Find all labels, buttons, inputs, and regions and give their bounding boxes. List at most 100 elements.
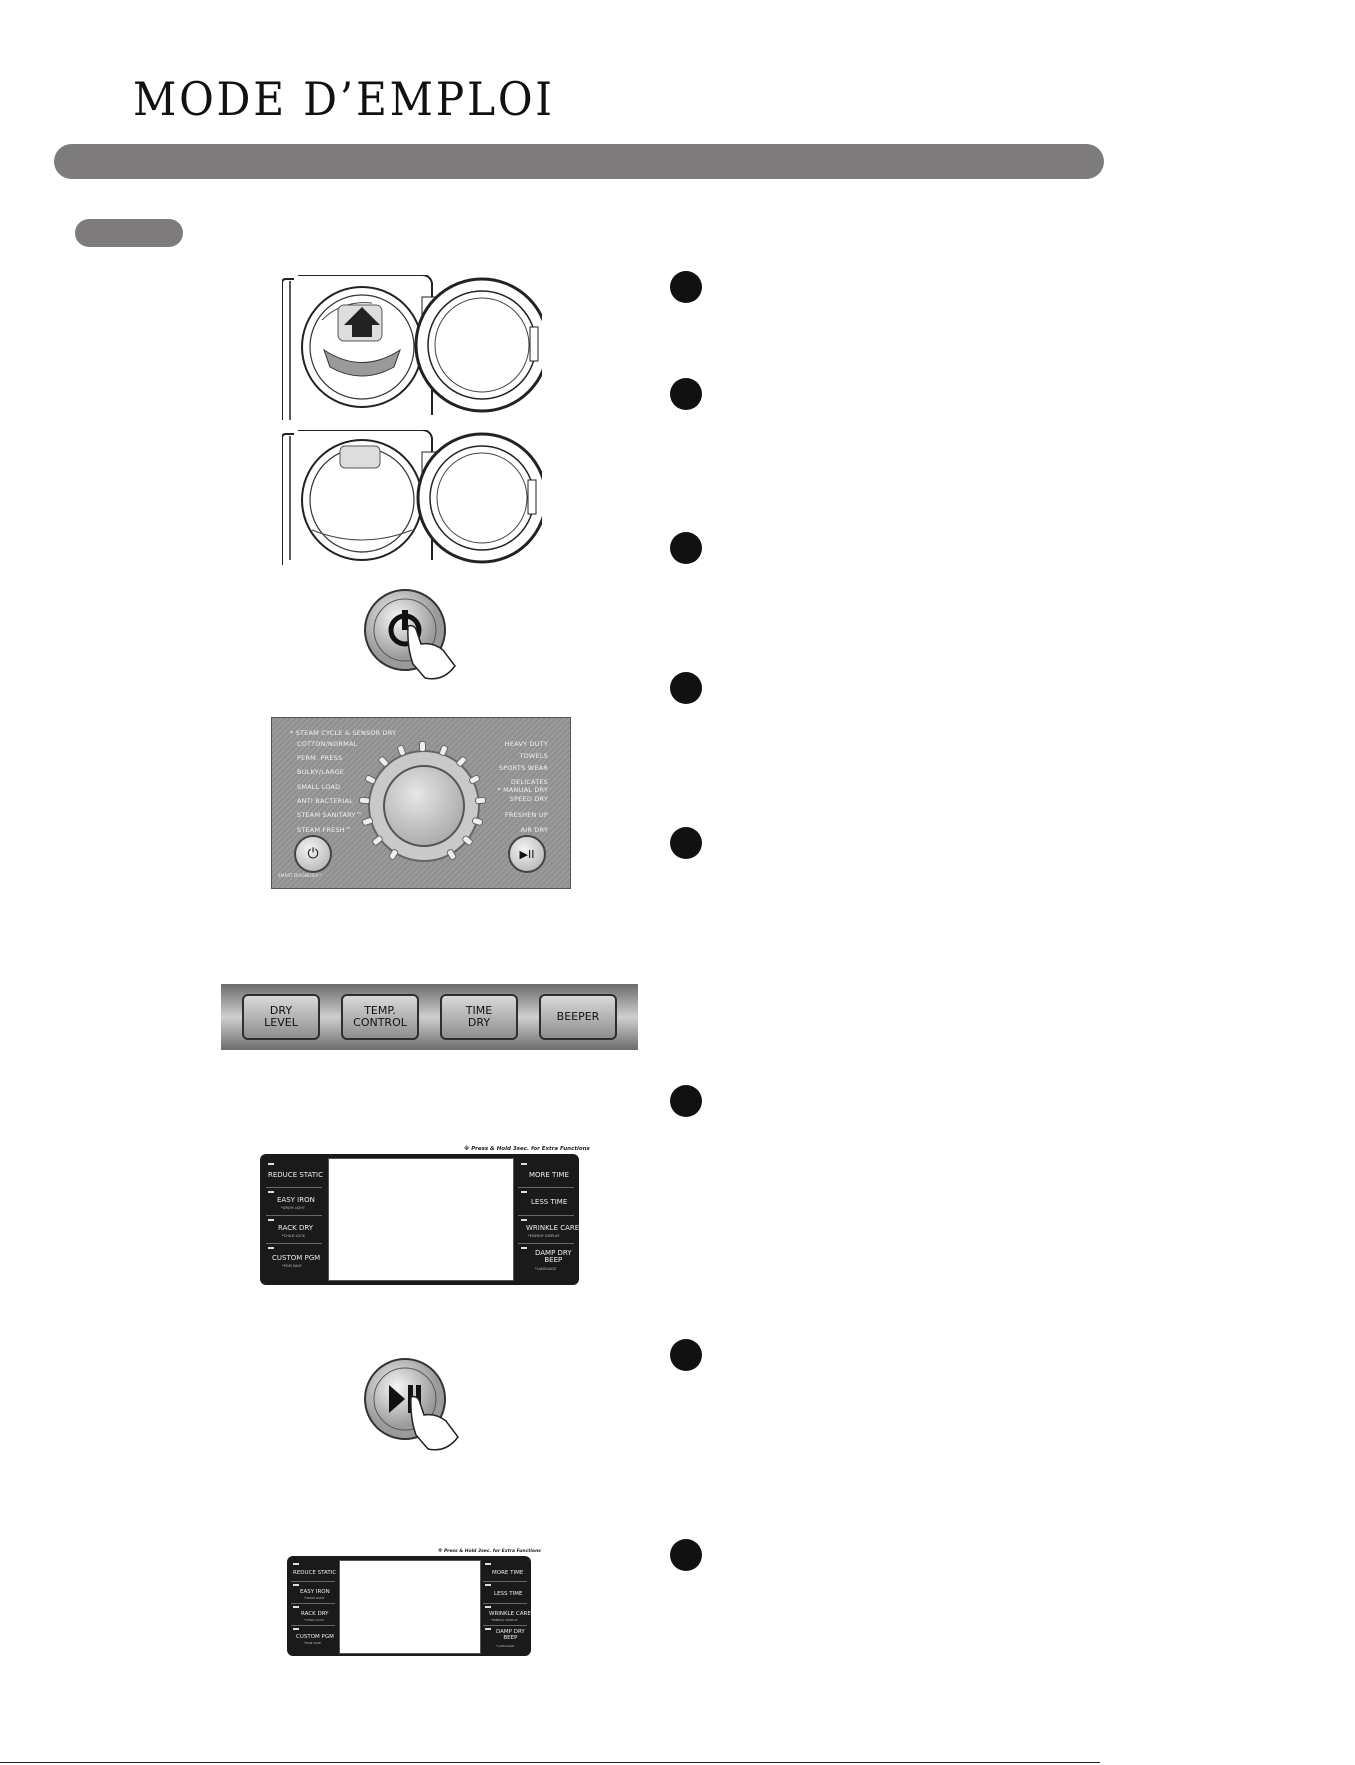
led-indicator — [485, 1563, 491, 1565]
option-buttons-panel: DRY LEVEL TEMP. CONTROL TIME DRY BEEPER — [221, 984, 638, 1050]
cycle-small-load: SMALL LOAD — [297, 783, 341, 791]
step-bullet-3 — [670, 532, 702, 564]
start-pause-button[interactable]: ▶II — [508, 835, 546, 873]
wrinkle-care-button[interactable]: WRINKLE CARE — [526, 1224, 580, 1232]
easy-iron-sub-label: *DRUM LIGHT — [281, 1206, 306, 1210]
led-indicator — [268, 1219, 274, 1221]
step-bullet-2 — [670, 378, 702, 410]
led-indicator — [485, 1628, 491, 1630]
power-button[interactable]: ⏻ — [294, 835, 332, 873]
cycle-selector-knob[interactable] — [383, 765, 465, 847]
led-indicator — [293, 1606, 299, 1608]
separator — [291, 1603, 335, 1604]
separator — [483, 1581, 527, 1582]
smart-diagnosis-label: SMART DIAGNOSIS™ — [278, 873, 323, 878]
reduce-static-button-2[interactable]: REDUCE STATIC — [293, 1570, 337, 1576]
led-indicator — [293, 1628, 299, 1630]
dial-tick — [419, 741, 426, 752]
separator — [483, 1625, 527, 1626]
rack-dry-button-2[interactable]: RACK DRY — [301, 1611, 329, 1617]
temp-control-button[interactable]: TEMP. CONTROL — [341, 994, 419, 1040]
custom-pgm-button-2[interactable]: CUSTOM PGM — [296, 1634, 334, 1640]
led-indicator — [521, 1247, 527, 1249]
step-bullet-6 — [670, 1085, 702, 1117]
step-bullet-4 — [670, 672, 702, 704]
beeper-button[interactable]: BEEPER — [539, 994, 617, 1040]
cycle-speed-dry: SPEED DRY — [509, 795, 548, 803]
reduce-static-button[interactable]: REDUCE STATIC — [268, 1171, 323, 1179]
separator — [291, 1581, 335, 1582]
cycle-steam-fresh: STEAM FRESH™ — [297, 826, 352, 834]
cycle-steam-sanitary: STEAM SANITARY™ — [297, 811, 363, 819]
led-indicator — [293, 1563, 299, 1565]
more-time-button-2[interactable]: MORE TIME — [492, 1570, 524, 1576]
more-time-button[interactable]: MORE TIME — [529, 1171, 569, 1179]
separator — [266, 1215, 322, 1216]
step-bullet-1 — [670, 271, 702, 303]
step-bullet-7 — [670, 1339, 702, 1371]
dial-tick — [370, 834, 384, 847]
lcd-display — [328, 1158, 514, 1281]
power-button-illustration — [364, 589, 456, 680]
step-bullet-5 — [670, 827, 702, 859]
extra-functions-note-2: ※ Press & Hold 3sec. for Extra Functions — [438, 1549, 541, 1554]
cycle-manual-dry: * MANUAL DRY — [497, 786, 548, 794]
led-indicator — [268, 1163, 274, 1165]
lcd-control-panel-2: REDUCE STATIC EASY IRON *DRUM LIGHT RACK… — [287, 1556, 531, 1656]
easy-iron-button[interactable]: EASY IRON — [277, 1196, 315, 1204]
step-bullet-8 — [670, 1539, 702, 1571]
cycle-delicates: DELICATES — [510, 778, 548, 786]
separator — [291, 1625, 335, 1626]
led-indicator — [485, 1584, 491, 1586]
cycle-dial-panel: * STEAM CYCLE & SENSOR DRY COTTON/NORMAL… — [271, 717, 571, 889]
wrinkle-care-button-2[interactable]: WRINKLE CARE — [489, 1611, 531, 1617]
dry-level-button[interactable]: DRY LEVEL — [242, 994, 320, 1040]
dial-tick — [363, 773, 377, 785]
section-pill — [75, 219, 183, 247]
led-indicator — [521, 1163, 527, 1165]
cycle-bulky-large: BULKY/LARGE — [297, 768, 345, 776]
damp-dry-sub-label-2: *LANGUAGE — [496, 1644, 515, 1648]
less-time-button[interactable]: LESS TIME — [531, 1198, 568, 1206]
wrinkle-care-sub-label-2: *ENERGY DISPLAY — [491, 1618, 518, 1622]
less-time-button-2[interactable]: LESS TIME — [494, 1591, 523, 1597]
separator — [518, 1215, 574, 1216]
dryer-lint-filter-illustration — [282, 275, 542, 420]
custom-pgm-sub-label-2: *PGM SAVE — [304, 1641, 321, 1645]
separator — [518, 1187, 574, 1188]
rack-dry-button[interactable]: RACK DRY — [278, 1224, 314, 1232]
section-bar — [54, 144, 1104, 179]
easy-iron-sub-label-2: *DRUM LIGHT — [304, 1596, 325, 1600]
cycle-sports-wear: SPORTS WEAR — [498, 764, 548, 772]
lcd-control-panel: REDUCE STATIC EASY IRON *DRUM LIGHT RACK… — [260, 1154, 579, 1285]
cycle-air-dry: AIR DRY — [520, 826, 548, 834]
dial-tick — [358, 796, 371, 805]
rack-dry-sub-label: *CHILD LOCK — [282, 1234, 305, 1238]
led-indicator — [485, 1606, 491, 1608]
cycle-anti-bacterial: ANTI BACTERIAL — [297, 797, 353, 805]
dial-header-label: * STEAM CYCLE & SENSOR DRY — [290, 729, 397, 737]
dial-tick — [474, 796, 487, 805]
separator — [518, 1243, 574, 1244]
cycle-cotton-normal: COTTON/NORMAL — [297, 740, 358, 748]
easy-iron-button-2[interactable]: EASY IRON — [300, 1589, 330, 1595]
wrinkle-care-sub-label: *ENERGY DISPLAY — [528, 1234, 560, 1238]
damp-dry-beep-button-2[interactable]: DAMP DRY BEEP — [496, 1629, 525, 1641]
led-indicator — [268, 1247, 274, 1249]
custom-pgm-sub-label: *PGM SAVE — [282, 1264, 302, 1268]
cycle-freshen-up: FRESHEN UP — [504, 811, 548, 819]
led-indicator — [521, 1191, 527, 1193]
extra-functions-note: ※ Press & Hold 3sec. for Extra Functions — [464, 1146, 590, 1152]
damp-dry-beep-button[interactable]: DAMP DRY BEEP — [535, 1249, 572, 1264]
separator — [266, 1187, 322, 1188]
cycle-towels: TOWELS — [519, 752, 548, 760]
led-indicator — [293, 1584, 299, 1586]
footer-rule — [0, 1762, 1100, 1763]
time-dry-button[interactable]: TIME DRY — [440, 994, 518, 1040]
cycle-heavy-duty: HEAVY DUTY — [504, 740, 548, 748]
led-indicator — [521, 1219, 527, 1221]
start-pause-button-illustration — [364, 1358, 459, 1451]
custom-pgm-button[interactable]: CUSTOM PGM — [272, 1254, 321, 1262]
rack-dry-sub-label-2: *CHILD LOCK — [304, 1618, 324, 1622]
lcd-display-2 — [339, 1560, 481, 1654]
